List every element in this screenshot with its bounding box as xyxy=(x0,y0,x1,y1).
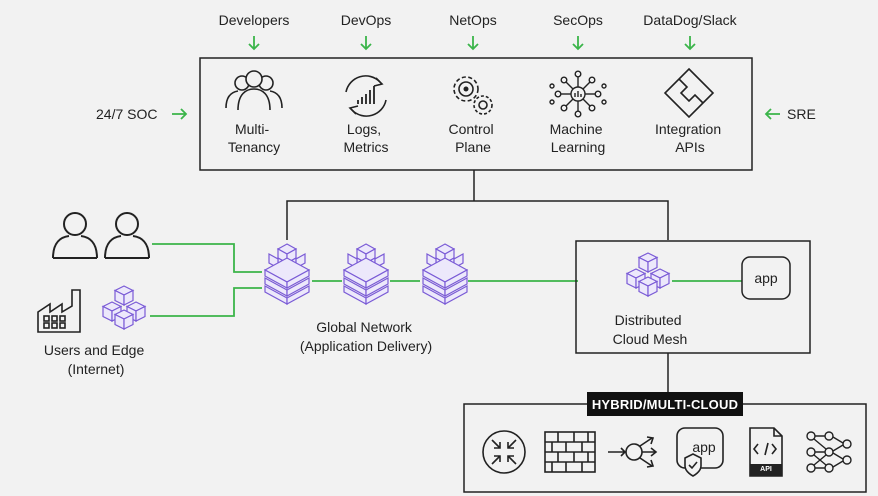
logs-metrics-label: Logs, Metrics xyxy=(343,121,388,155)
role-secops: SecOps xyxy=(553,12,603,28)
network-node-icon xyxy=(422,243,468,305)
edge-cubes-icon xyxy=(103,286,145,329)
cloud-mesh-label: Distributed Cloud Mesh xyxy=(613,312,688,347)
role-sre: SRE xyxy=(787,106,816,122)
arrow-down-icon xyxy=(360,35,372,50)
logs-metrics-icon xyxy=(345,75,387,117)
arrow-down-icon xyxy=(467,35,479,50)
api-document-icon xyxy=(749,427,783,477)
hybrid-badge xyxy=(587,392,743,416)
role-24-7-soc: 24/7 SOC xyxy=(96,106,157,122)
arrow-down-icon xyxy=(684,35,696,50)
platform-connector-line xyxy=(286,170,669,240)
arrow-right-icon xyxy=(172,108,188,120)
app-box xyxy=(741,256,791,300)
role-developers: Developers xyxy=(219,12,290,28)
platform-box xyxy=(199,57,753,171)
user-icon xyxy=(104,212,150,259)
api-doc-label: API xyxy=(760,466,772,473)
load-balancer-icon xyxy=(608,436,658,468)
secure-app-icon xyxy=(676,427,724,477)
machine-learning-icon xyxy=(549,70,607,118)
role-devops: DevOps xyxy=(341,12,392,28)
role-netops: NetOps xyxy=(449,12,496,28)
control-plane-label: Control Plane xyxy=(448,121,497,155)
machine-learning-label: Machine Learning xyxy=(550,121,607,155)
role-datadog-slack: DataDog/Slack xyxy=(643,12,737,28)
integration-apis-icon xyxy=(663,67,715,119)
router-icon xyxy=(482,430,526,474)
arrow-down-icon xyxy=(248,35,260,50)
users-connection-line xyxy=(152,243,262,273)
multi-tenancy-icon xyxy=(225,70,283,111)
multi-tenancy-label: Multi- Tenancy xyxy=(228,121,280,155)
arrow-left-icon xyxy=(764,108,780,120)
secure-app-label: app xyxy=(692,439,716,455)
network-node-icon xyxy=(264,243,310,305)
factory-icon xyxy=(37,289,81,333)
network-node-icon xyxy=(343,243,389,305)
network-graph-icon xyxy=(806,431,852,473)
firewall-icon xyxy=(544,431,596,473)
edge-connection-line xyxy=(150,287,262,317)
global-network-label: Global Network (Application Delivery) xyxy=(300,319,432,354)
hybrid-badge-label: HYBRID/MULTI-CLOUD xyxy=(592,397,738,412)
app-label: app xyxy=(754,270,778,286)
cloud-mesh-cubes-icon xyxy=(627,253,669,296)
integration-apis-label: Integration APIs xyxy=(655,121,725,155)
users-and-edge-label: Users and Edge (Internet) xyxy=(44,342,148,377)
user-icon xyxy=(52,212,98,259)
control-plane-gears-icon xyxy=(453,76,493,115)
arrow-down-icon xyxy=(572,35,584,50)
cloud-mesh-box xyxy=(575,240,811,354)
